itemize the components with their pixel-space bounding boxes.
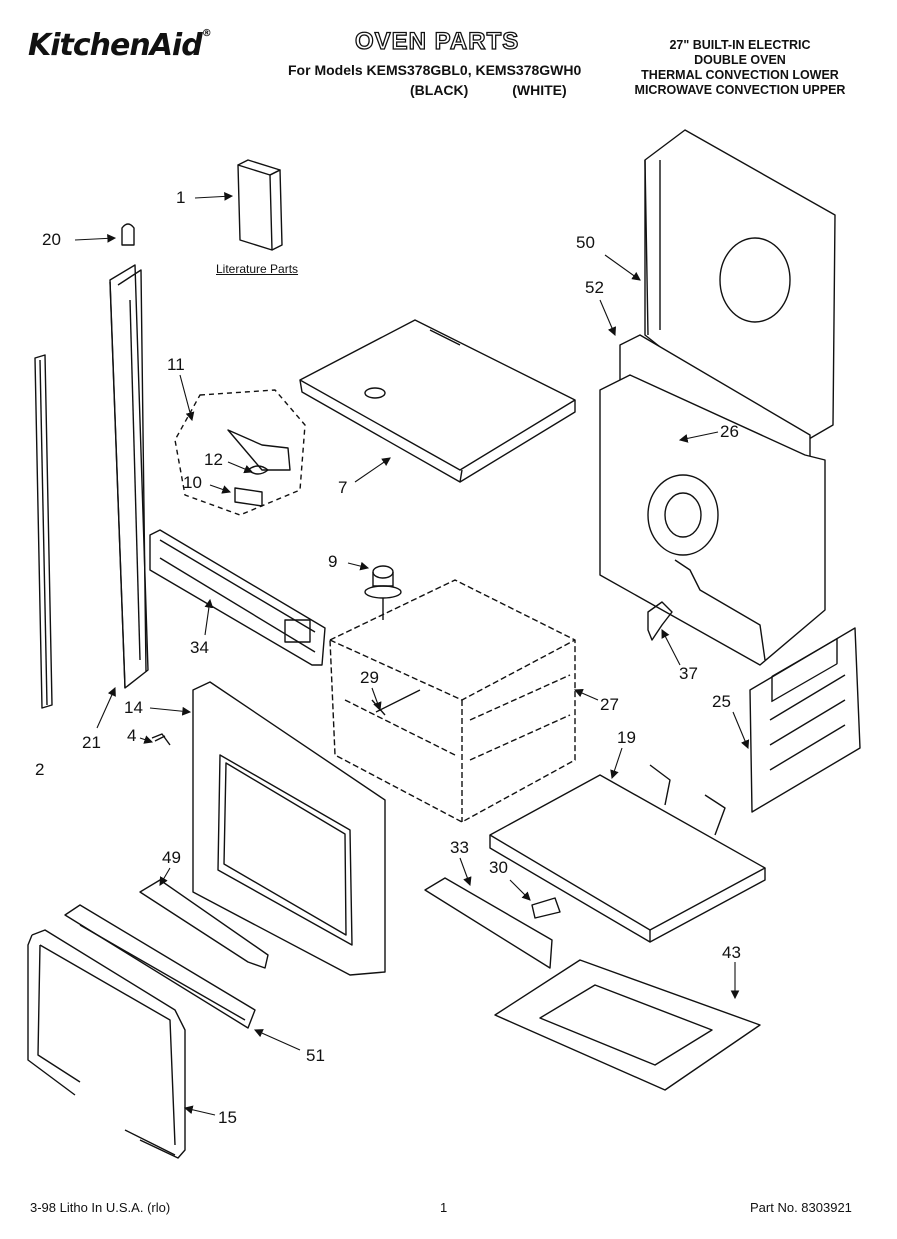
part-front-frame: [192, 681, 386, 976]
part-side-channel: [109, 264, 149, 689]
brand-logo: KitchenAid®: [28, 28, 212, 63]
footer-litho: 3-98 Litho In U.S.A. (rlo): [30, 1200, 171, 1215]
callout-51: 51: [306, 1046, 325, 1065]
part-bottom-tray: [494, 959, 761, 1091]
part-side-panel: [749, 627, 861, 813]
callout-20: 20: [42, 230, 61, 249]
description-line: 27" BUILT-IN ELECTRIC: [669, 38, 811, 52]
footer-part-number: Part No. 8303921: [750, 1200, 852, 1215]
part-bottom-panel: [489, 764, 766, 943]
description-line: THERMAL CONVECTION LOWER: [641, 68, 839, 82]
callout-10: 10: [183, 473, 202, 492]
part-convection-housing: [599, 374, 826, 666]
part-fan-motor: [364, 565, 402, 620]
part-literature: [237, 159, 283, 251]
part-screw: [151, 733, 171, 746]
literature-parts-label: Literature Parts: [216, 262, 299, 276]
product-description: 27" BUILT-IN ELECTRIC DOUBLE OVEN THERMA…: [600, 38, 880, 98]
part-29-sensor: [371, 689, 421, 716]
callout-25: 25: [712, 692, 731, 711]
callout-14: 14: [124, 698, 143, 717]
part-top-panel: [299, 319, 576, 483]
callout-33: 33: [450, 838, 469, 857]
part-oven-cavity: [329, 579, 576, 823]
callout-26: 26: [720, 422, 739, 441]
page-title: OVEN PARTS: [354, 27, 520, 55]
callout-9: 9: [328, 552, 338, 571]
callout-4: 4: [127, 726, 137, 745]
callout-50: 50: [576, 233, 595, 252]
part-vent-strip: [64, 904, 256, 1029]
callout-7: 7: [338, 478, 348, 497]
callout-12: 12: [204, 450, 223, 469]
models-line: For Models KEMS378GBL0, KEMS378GWH0: [288, 62, 582, 78]
callout-37: 37: [679, 664, 698, 683]
callout-21: 21: [82, 733, 101, 752]
part-37-bracket: [647, 601, 673, 641]
callout-2: 2: [35, 760, 45, 779]
part-door-gasket: [27, 929, 186, 1159]
callout-30: 30: [489, 858, 508, 877]
part-side-trim: [34, 354, 53, 709]
callout-52: 52: [585, 278, 604, 297]
callout-43: 43: [722, 943, 741, 962]
variants-line: (BLACK) (WHITE): [410, 82, 567, 98]
callout-29: 29: [360, 668, 379, 687]
part-group-11: [174, 389, 306, 516]
part-49-bracket: [139, 879, 269, 969]
part-clip: [121, 223, 135, 246]
callout-11: 11: [167, 355, 185, 374]
description-line: MICROWAVE CONVECTION UPPER: [634, 83, 846, 97]
footer-page-number: 1: [440, 1200, 448, 1215]
callout-1: 1: [176, 188, 186, 207]
part-control-bracket: [149, 529, 326, 666]
description-line: DOUBLE OVEN: [694, 53, 786, 67]
callout-15: 15: [218, 1108, 237, 1127]
part-30-clip: [531, 897, 561, 919]
callout-49: 49: [162, 848, 181, 867]
callout-leaders: [74, 192, 750, 1116]
callout-19: 19: [617, 728, 636, 747]
callout-34: 34: [190, 638, 209, 657]
part-33-bracket: [424, 877, 553, 969]
callout-27: 27: [600, 695, 619, 714]
